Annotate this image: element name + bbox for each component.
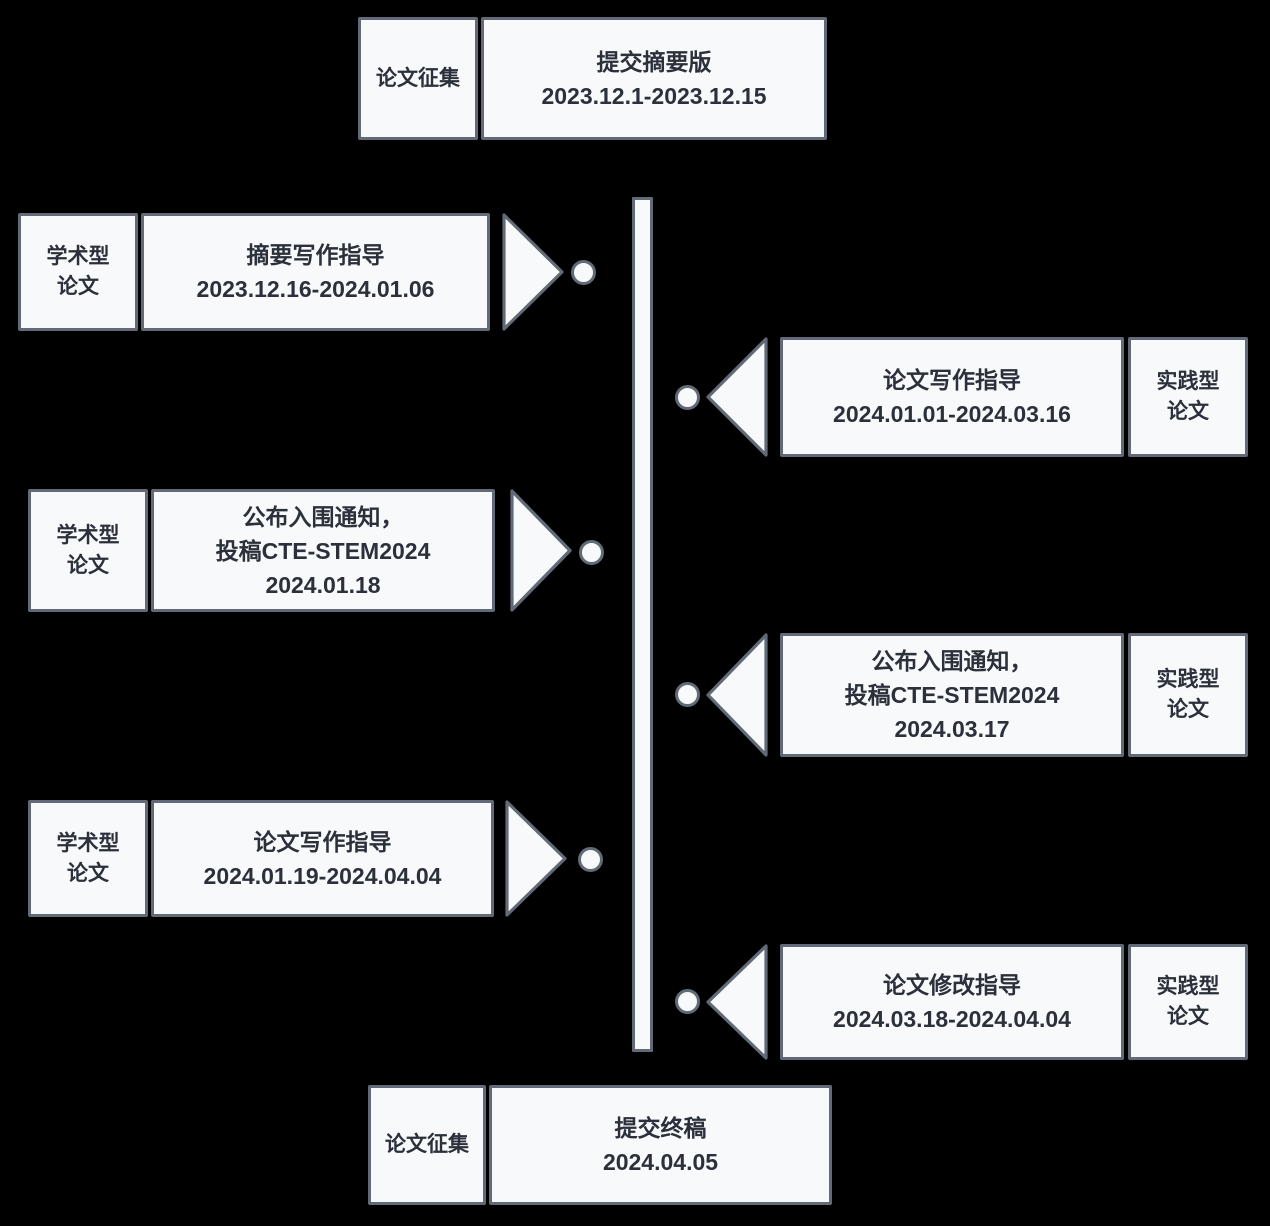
timeline-dot-icon: [571, 260, 596, 285]
practice-step3-content: 论文修改指导 2024.03.18-2024.04.04: [780, 944, 1124, 1060]
milestone-bottom-category: 论文征集: [368, 1085, 486, 1205]
academic-step3-text: 论文写作指导 2024.01.19-2024.04.04: [203, 828, 442, 889]
academic-step1-category: 学术型 论文: [18, 213, 138, 331]
practice-step2-content: 公布入围通知， 投稿CTE-STEM2024 2024.03.17: [780, 633, 1124, 757]
milestone-top-category-label: 论文征集: [376, 66, 460, 90]
practice-step1-text: 论文写作指导 2024.01.01-2024.03.16: [833, 367, 1071, 427]
timeline-dot-icon: [675, 682, 700, 707]
timeline-bar: [632, 197, 653, 1052]
arrow-left-icon: [706, 633, 768, 757]
practice-step3-category: 实践型 论文: [1128, 944, 1248, 1060]
arrow-left-icon: [706, 944, 768, 1060]
arrow-right-icon: [505, 800, 567, 917]
milestone-top-content: 提交摘要版 2023.12.1-2023.12.15: [481, 17, 827, 140]
timeline-dot-icon: [675, 989, 700, 1014]
academic-step1-content: 摘要写作指导 2023.12.16-2024.01.06: [141, 213, 490, 331]
academic-step3-content: 论文写作指导 2024.01.19-2024.04.04: [151, 800, 494, 917]
practice-step2-category: 实践型 论文: [1128, 633, 1248, 757]
practice-step1-category: 实践型 论文: [1128, 337, 1248, 457]
arrow-left-icon: [706, 337, 768, 457]
practice-step2-category-label: 实践型 论文: [1156, 668, 1220, 721]
academic-step3-category-label: 学术型 论文: [56, 831, 120, 885]
timeline-dot-icon: [675, 385, 700, 410]
academic-step2-content: 公布入围通知， 投稿CTE-STEM2024 2024.01.18: [151, 489, 495, 612]
academic-step1-text: 摘要写作指导 2023.12.16-2024.01.06: [196, 242, 435, 302]
practice-step3-text: 论文修改指导 2024.03.18-2024.04.04: [833, 972, 1071, 1032]
arrow-right-icon: [502, 213, 564, 331]
practice-step1-content: 论文写作指导 2024.01.01-2024.03.16: [780, 337, 1124, 457]
practice-step3-category-label: 实践型 论文: [1156, 975, 1220, 1028]
academic-step2-category-label: 学术型 论文: [56, 523, 120, 577]
timeline-dot-icon: [579, 540, 604, 565]
academic-step3-category: 学术型 论文: [28, 800, 148, 917]
timeline-dot-icon: [578, 847, 603, 872]
practice-step1-category-label: 实践型 论文: [1156, 370, 1220, 423]
academic-step2-text: 公布入围通知， 投稿CTE-STEM2024 2024.01.18: [215, 503, 431, 598]
academic-step1-category-label: 学术型 论文: [46, 245, 110, 298]
arrow-right-icon: [510, 489, 572, 612]
milestone-bottom-content: 提交终稿 2024.04.05: [489, 1085, 832, 1205]
milestone-bottom-text: 提交终稿 2024.04.05: [602, 1115, 719, 1175]
milestone-bottom-category-label: 论文征集: [385, 1133, 469, 1156]
academic-step2-category: 学术型 论文: [28, 489, 148, 612]
milestone-top-text: 提交摘要版 2023.12.1-2023.12.15: [541, 48, 767, 109]
milestone-top-category: 论文征集: [358, 17, 478, 140]
practice-step2-text: 公布入围通知， 投稿CTE-STEM2024 2024.03.17: [844, 648, 1060, 742]
